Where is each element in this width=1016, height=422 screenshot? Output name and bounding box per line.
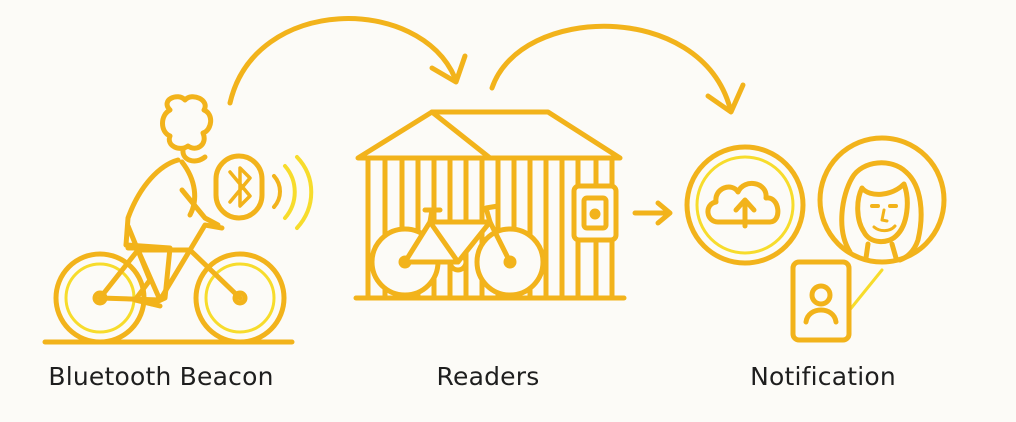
parked-bike-icon: [369, 203, 546, 298]
step-label-readers: Readers: [436, 362, 540, 391]
step-label-notification: Notification: [750, 362, 896, 391]
cloud-upload-icon: [684, 144, 806, 266]
reader-device-icon: [571, 183, 619, 243]
step-label-bluetooth-beacon: Bluetooth Beacon: [48, 362, 274, 391]
curved-arrow-1-icon: [227, 16, 468, 106]
connector-line: [846, 268, 884, 314]
bluetooth-icon: [213, 153, 265, 221]
straight-arrow-icon: [632, 200, 673, 226]
cyclist-icon: [53, 94, 287, 345]
signal-waves-icon: [272, 155, 314, 230]
curved-arrow-2-icon: [489, 23, 746, 115]
phone-user-icon: [790, 259, 852, 343]
user-portrait-icon: [817, 135, 947, 265]
